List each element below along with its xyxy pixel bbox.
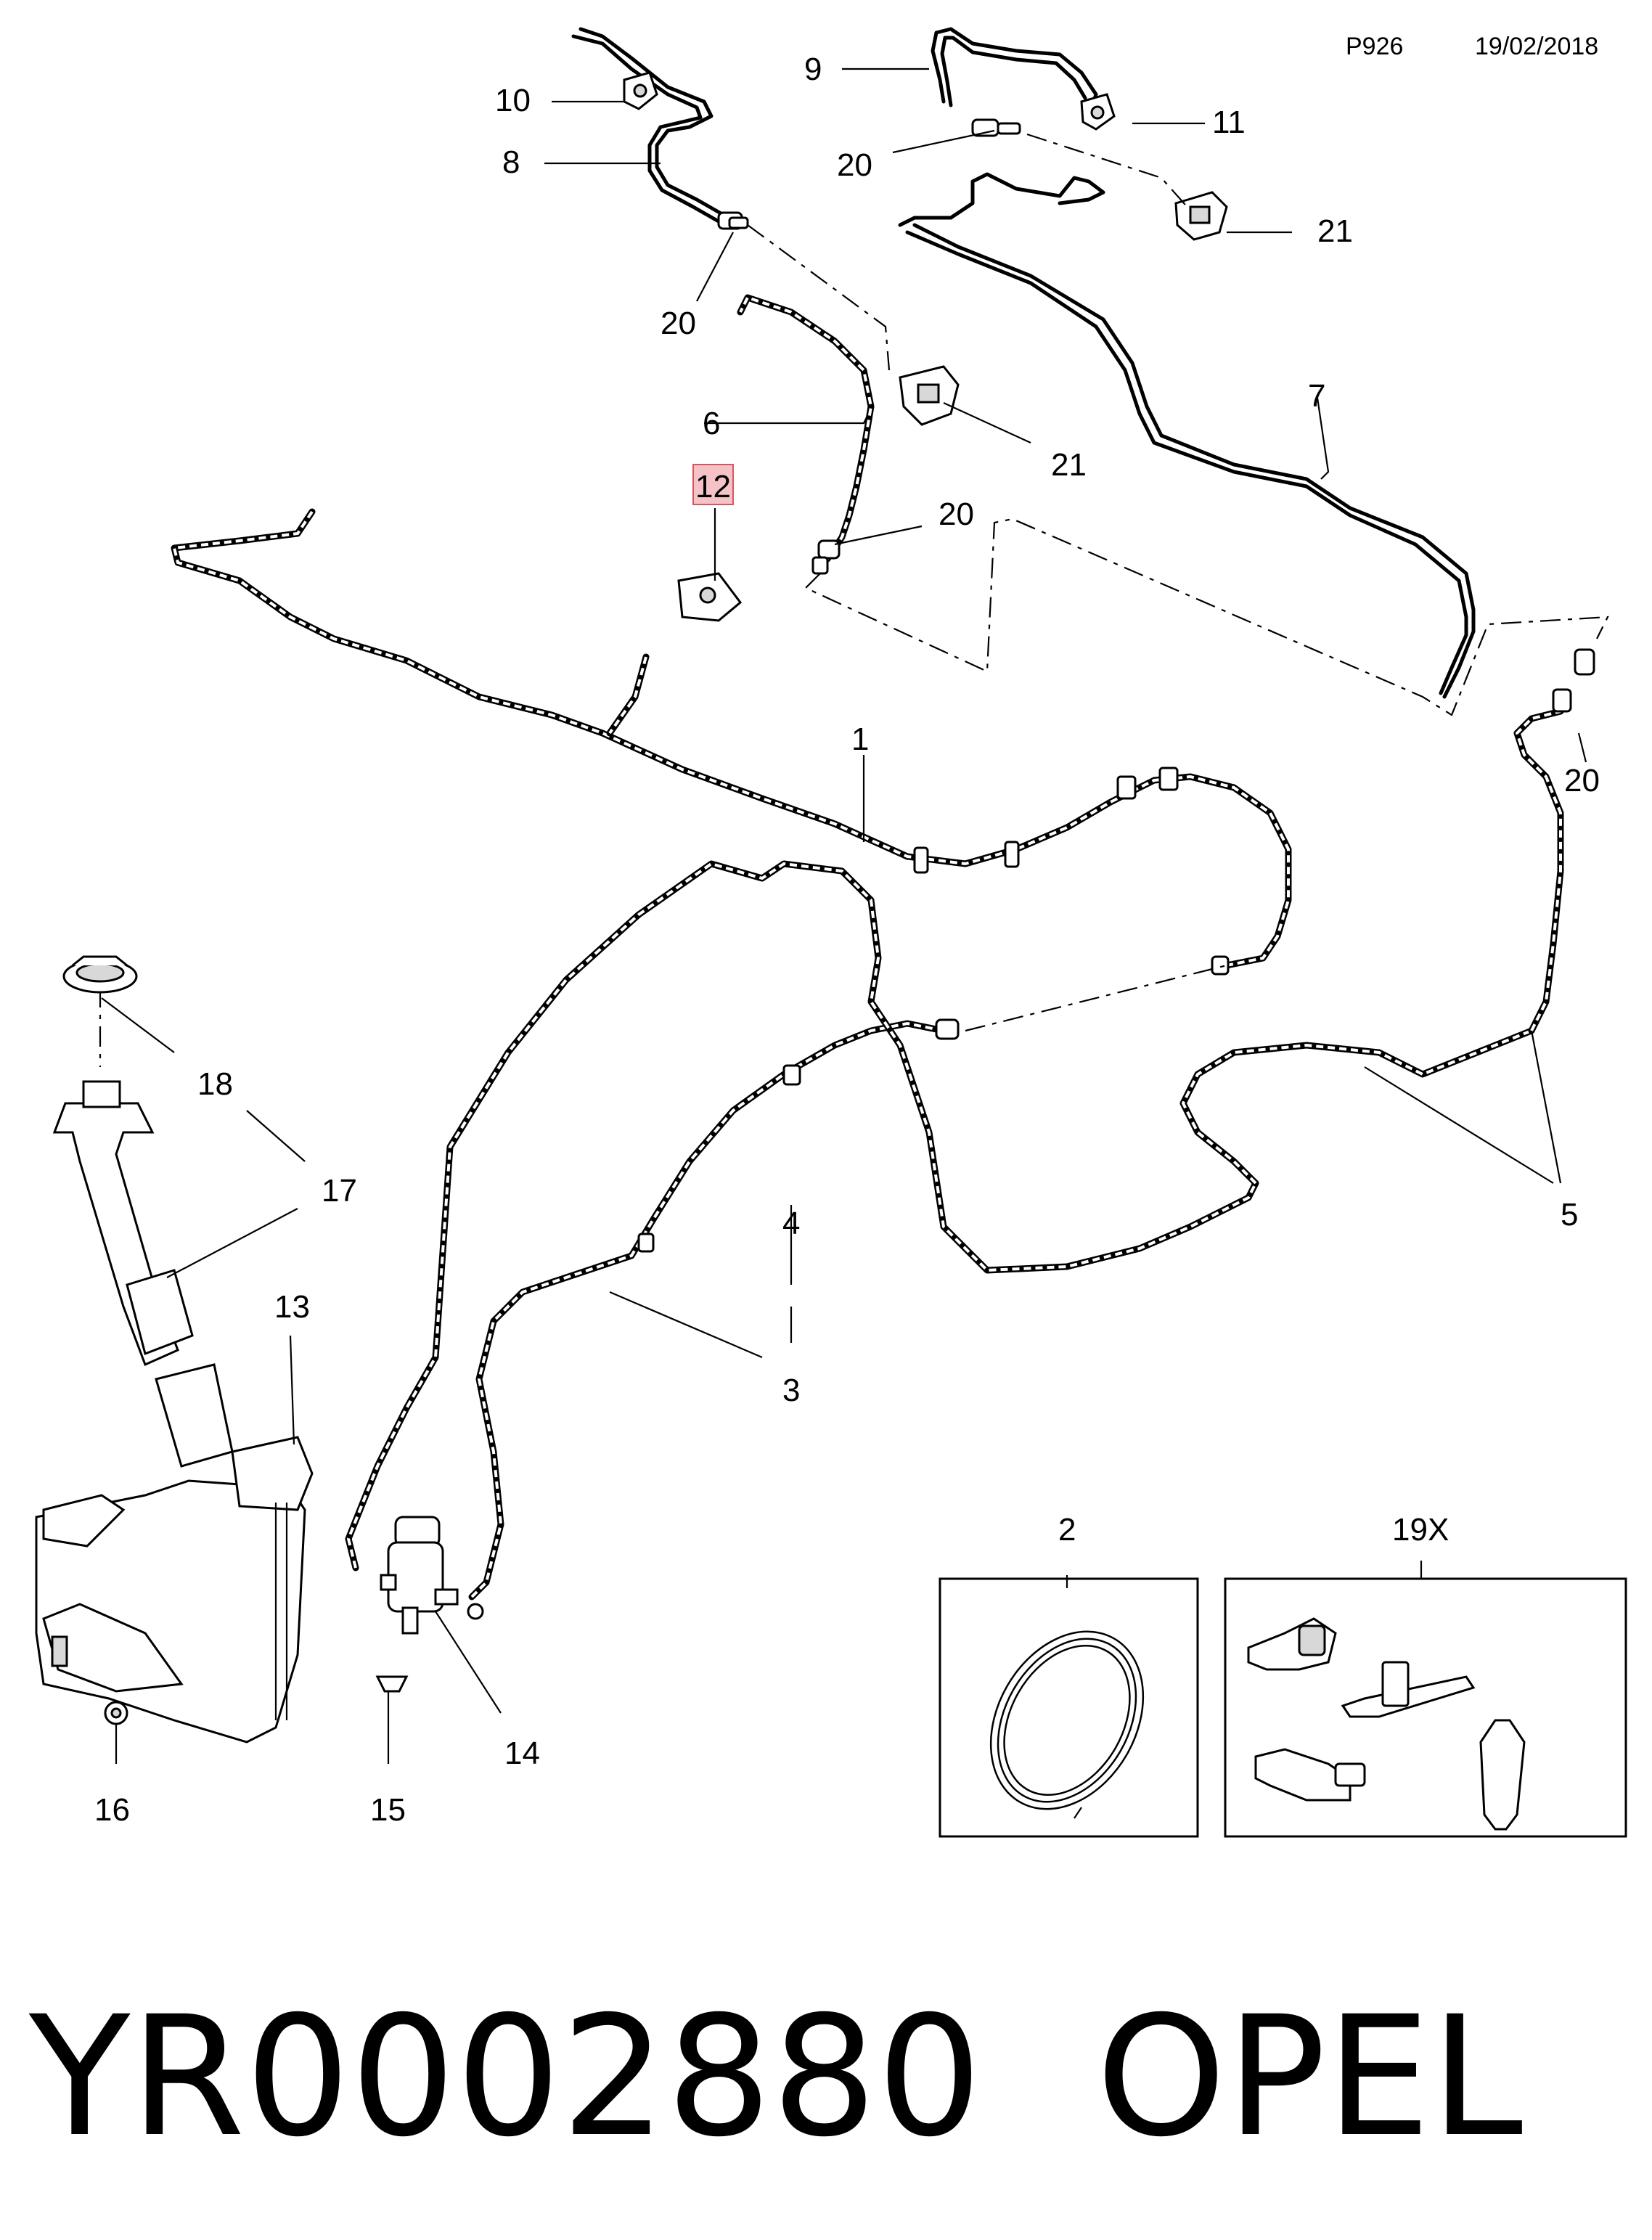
callout-4: 4 — [782, 1206, 800, 1241]
filler-cap-18 — [62, 955, 138, 994]
callout-15: 15 — [370, 1792, 406, 1828]
callout-11: 11 — [1212, 105, 1246, 140]
part-number: YR0002880 — [28, 1980, 982, 2173]
callout-13: 13 — [274, 1289, 310, 1325]
nozzle-10 — [623, 71, 658, 110]
callout-21-a: 21 — [1317, 213, 1353, 249]
hose-9 — [931, 27, 1098, 107]
connector-20-c — [811, 539, 841, 575]
callout-20-a: 20 — [837, 147, 872, 183]
highlight-box-12 — [692, 464, 734, 505]
hose-5 — [1513, 708, 1564, 1034]
sensor-12 — [677, 572, 743, 622]
hose-6 — [737, 294, 875, 563]
reservoir-13 — [35, 1363, 314, 1744]
hose-7 — [898, 172, 1476, 699]
callout-9: 9 — [804, 52, 822, 87]
callout-10: 10 — [495, 83, 531, 118]
filler-neck-17 — [52, 1080, 194, 1367]
callout-18: 18 — [197, 1066, 233, 1102]
callout-7: 7 — [1308, 378, 1325, 414]
connector-20-d — [1552, 648, 1595, 713]
callout-14: 14 — [504, 1736, 540, 1771]
callout-19x: 19X — [1392, 1512, 1449, 1548]
callout-20-b: 20 — [661, 306, 696, 341]
pump-14 — [380, 1516, 484, 1635]
hose-4 — [345, 860, 1535, 1571]
callout-5: 5 — [1561, 1197, 1578, 1233]
brand-name: OPEL — [1096, 1980, 1523, 2173]
kit-box-19x — [1224, 1577, 1627, 1838]
nozzle-21-a — [899, 365, 960, 426]
callout-20-d: 20 — [1564, 763, 1600, 798]
callout-17: 17 — [322, 1173, 357, 1209]
callout-20-c: 20 — [939, 496, 974, 532]
nozzle-21-b — [1174, 191, 1228, 241]
callout-6: 6 — [703, 406, 720, 441]
callout-3: 3 — [782, 1373, 800, 1408]
hose-8 — [571, 27, 724, 224]
kit-box-2 — [939, 1577, 1199, 1838]
diagram-code: P926 — [1346, 33, 1403, 60]
nut-16 — [104, 1701, 128, 1725]
callout-21-b: 21 — [1051, 447, 1087, 483]
callout-12[interactable]: 12 — [695, 469, 731, 504]
hose-3 — [468, 1018, 960, 1601]
nozzle-11 — [1080, 93, 1116, 131]
callout-1: 1 — [851, 722, 869, 757]
callout-16: 16 — [94, 1792, 130, 1828]
callout-8: 8 — [502, 144, 520, 180]
connector-20-a — [717, 211, 749, 230]
hose-1 — [171, 508, 1292, 976]
diagram-date: 19/02/2018 — [1475, 33, 1598, 60]
callout-2: 2 — [1058, 1512, 1076, 1548]
grommet-15 — [375, 1675, 409, 1693]
